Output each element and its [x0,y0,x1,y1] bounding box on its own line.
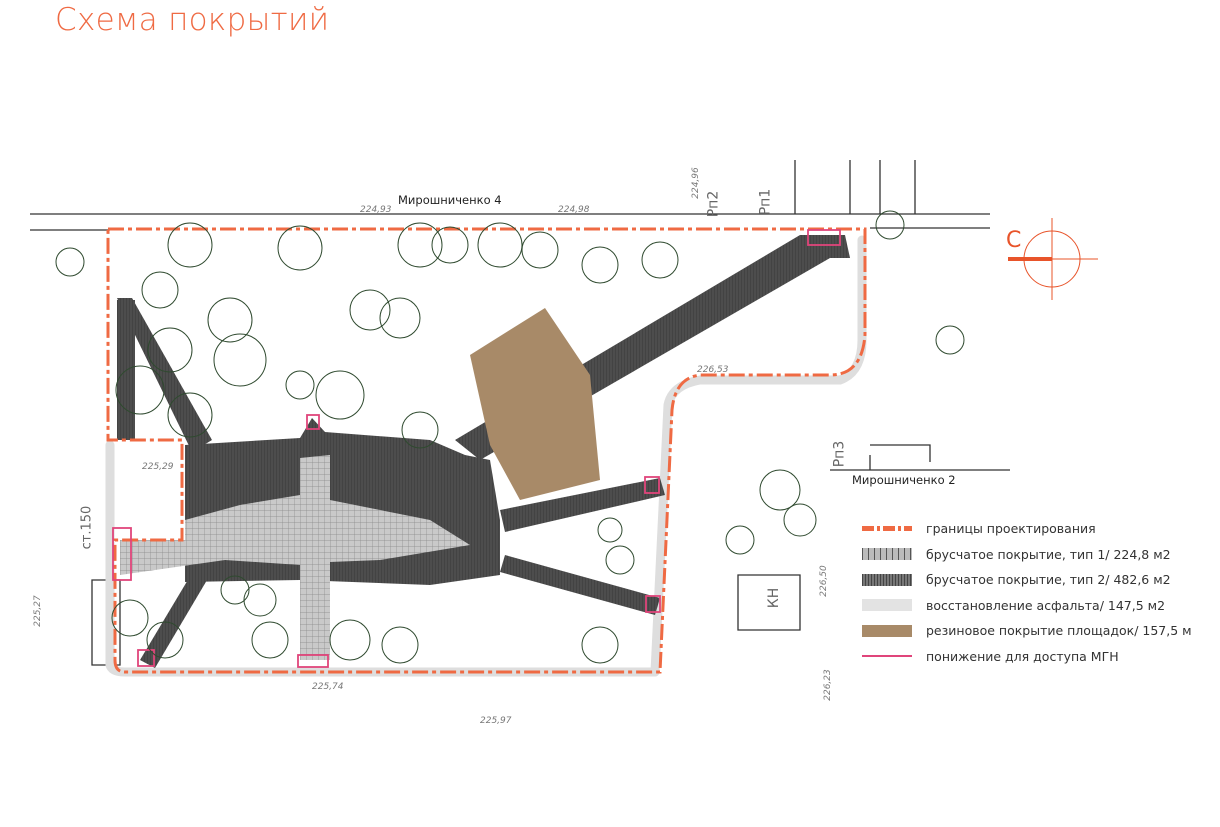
tree-canopy [431,226,469,264]
marker-label: Рп1 [757,188,774,216]
tree-canopy [477,222,523,268]
tree-canopy [401,411,439,449]
tree-canopy [146,621,184,659]
legend-item: понижение для доступа МГН [862,644,1192,670]
legend-label: границы проектирования [926,521,1096,537]
marker-label: КН [766,587,783,609]
legend-item: восстановление асфальта/ 147,5 м2 [862,593,1192,619]
legend-label: резиновое покрытие площадок/ 157,5 м [926,623,1192,639]
tree-canopy [783,503,817,537]
tree-canopy [581,626,619,664]
rubber-playground [470,308,600,500]
tree-canopy [381,626,419,664]
rubber-swatch [862,624,912,637]
tree-canopy [220,575,250,605]
tree-canopy [521,231,559,269]
tree-canopy [379,297,421,339]
elevation-label: 226,53 [697,365,729,375]
tree-canopy [285,370,315,400]
tree-canopy [597,517,623,543]
tree-canopy [243,583,277,617]
tree-canopy [397,222,443,268]
tree-canopy [213,333,267,387]
legend-label: брусчатое покрытие, тип 1/ 224,8 м2 [926,546,1171,562]
marker-label: Рп2 [705,190,722,218]
elevation-label: 226,50 [818,565,829,597]
elevation-label: 225,29 [142,462,174,472]
boundary-swatch [862,526,912,532]
legend-label: восстановление асфальта/ 147,5 м2 [926,597,1166,613]
page-title: Схема покрытий [55,2,330,38]
elevation-label: 224,98 [558,205,590,215]
legend-item: границы проектирования [862,516,1192,542]
elevation-label: 225,27 [32,595,43,627]
tree-canopy [55,247,85,277]
tree-canopy [329,619,371,661]
tree-canopy [167,222,213,268]
legend-item: резиновое покрытие площадок/ 157,5 м [862,618,1192,644]
north-arrow-icon [1008,218,1098,300]
tree-canopy [935,325,965,355]
marker-label: ст.150 [79,505,95,550]
marker-label: Рп3 [831,440,848,468]
tree-canopy [251,621,289,659]
mgn-ramps [112,229,841,668]
tree-canopy [759,469,801,511]
elevation-label: 225,97 [480,716,512,726]
survey-lines [30,160,1010,666]
legend-label: брусчатое покрытие, тип 2/ 482,6 м2 [926,572,1171,588]
tree-canopy [141,271,179,309]
tree-canopy [115,365,165,415]
paving-type-2 [117,235,850,668]
mgn-swatch [862,655,912,658]
north-label: С [1006,228,1022,253]
tree-canopy [605,545,635,575]
trees [55,210,965,664]
legend-label: понижение для доступа МГН [926,648,1119,664]
paving-type-1-swatch [862,548,912,561]
tree-canopy [641,241,679,279]
elevation-label: 226,23 [822,669,833,701]
legend-item: брусчатое покрытие, тип 2/ 482,6 м2 [862,567,1192,593]
legend-item: брусчатое покрытие, тип 1/ 224,8 м2 [862,542,1192,568]
tree-canopy [725,525,755,555]
tree-canopy [315,370,365,420]
elevation-label: 224,93 [360,205,392,215]
paving-type-1 [120,455,470,660]
tree-canopy [875,210,905,240]
tree-canopy [349,289,391,331]
street-label-east: Мирошниченко 2 [852,473,956,487]
elevation-label: 225,74 [312,682,344,692]
elevation-label: 224,96 [690,167,701,199]
asphalt-swatch [862,599,912,612]
paving-type-2-swatch [862,573,912,586]
tree-canopy [277,225,323,271]
design-boundary [106,227,867,674]
tree-canopy [111,599,149,637]
tree-canopy [581,246,619,284]
legend: границы проектирования брусчатое покрыти… [862,516,1192,669]
street-label-north: Мирошниченко 4 [398,193,502,207]
tree-canopy [207,297,253,343]
tree-canopy [147,327,193,373]
tree-canopy [167,392,213,438]
